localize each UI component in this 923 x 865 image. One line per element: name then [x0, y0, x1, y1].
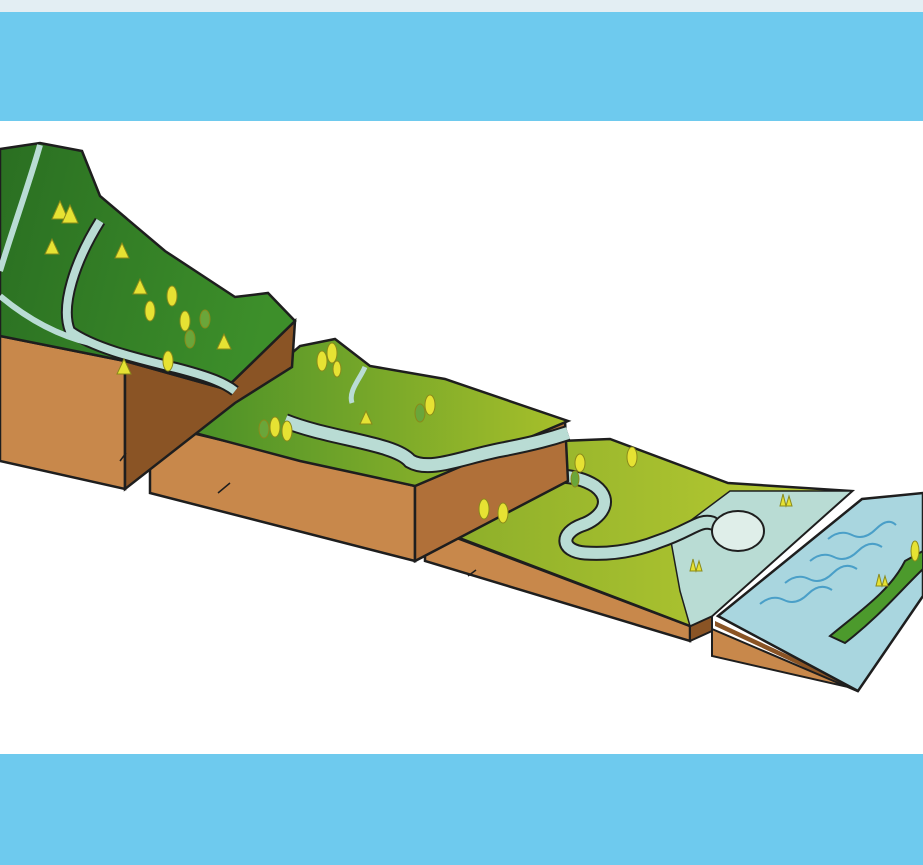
deciduous-tree-icon [259, 420, 269, 438]
deciduous-tree-icon [185, 330, 195, 348]
deciduous-tree-icon [200, 310, 210, 328]
upland-soil-front [0, 336, 125, 489]
deciduous-tree-icon [575, 454, 585, 472]
deciduous-tree-icon [145, 301, 155, 321]
deciduous-tree-icon [327, 343, 337, 363]
deciduous-tree-icon [415, 404, 425, 422]
deciduous-tree-icon [270, 417, 280, 437]
deciduous-tree-icon [180, 311, 190, 331]
river-course-illustration [0, 121, 923, 754]
deciduous-tree-icon [425, 395, 435, 415]
deciduous-tree-icon [571, 471, 579, 487]
deciduous-tree-icon [627, 447, 637, 467]
deciduous-tree-icon [498, 503, 508, 523]
bottom-banner [0, 754, 923, 865]
deciduous-tree-icon [911, 541, 919, 561]
deciduous-tree-icon [479, 499, 489, 519]
deciduous-tree-icon [317, 351, 327, 371]
deciduous-tree-icon [282, 421, 292, 441]
oxbow-lake [712, 511, 764, 551]
top-strip [0, 0, 923, 12]
deciduous-tree-icon [163, 351, 173, 371]
river-profile-svg [0, 121, 923, 754]
top-banner [0, 12, 923, 121]
deciduous-tree-icon [333, 361, 341, 377]
deciduous-tree-icon [167, 286, 177, 306]
